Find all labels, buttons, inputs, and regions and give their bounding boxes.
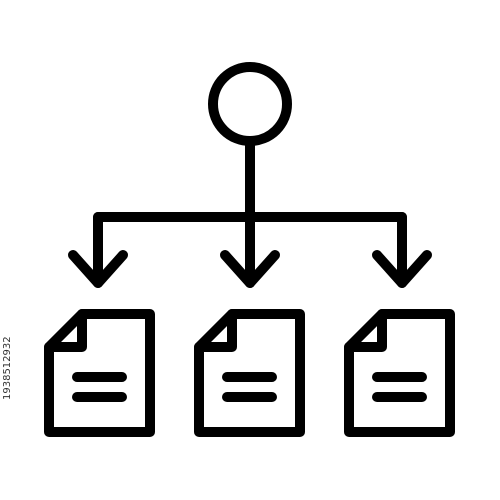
- arrow-center-icon: [220, 250, 280, 288]
- root-node-circle-icon: [208, 62, 292, 146]
- arrow-left-icon: [68, 250, 128, 288]
- document-icon-right: [344, 309, 455, 437]
- watermark-id-container: 1938512932: [2, 250, 16, 410]
- document-icon-center: [194, 309, 305, 437]
- arrow-right-icon: [372, 250, 432, 288]
- watermark-id-text: 1938512932: [2, 336, 13, 400]
- document-icon-left: [44, 309, 155, 437]
- connector-lines: [93, 136, 407, 288]
